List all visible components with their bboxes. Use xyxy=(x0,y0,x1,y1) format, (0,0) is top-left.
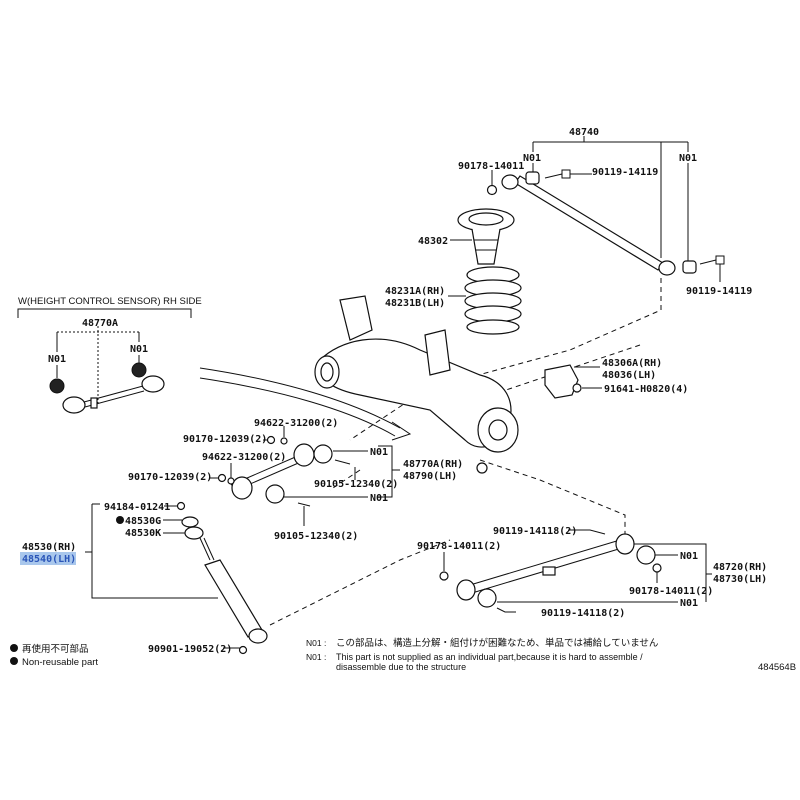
part-label-48306a[interactable]: 48306A(RH) xyxy=(602,358,662,369)
legend-bullet-icon xyxy=(10,644,18,652)
part-label-94184-01241[interactable]: 94184-01241 xyxy=(104,502,170,513)
bracket-48306a[interactable] xyxy=(544,364,602,399)
diagram-id: 484564B xyxy=(758,662,796,673)
upper-control-arm-48770a[interactable] xyxy=(210,426,400,526)
note-en-line2: disassemble due to the structure xyxy=(336,662,466,672)
part-label-48530k[interactable]: 48530K xyxy=(125,528,161,539)
n01-label: N01 xyxy=(679,153,697,164)
sensor-section-title: W(HEIGHT CONTROL SENSOR) RH SIDE xyxy=(18,296,202,307)
n01-label: N01 xyxy=(680,598,698,609)
part-label-48770a-rh[interactable]: 48770A(RH) xyxy=(403,459,463,470)
part-label-90901-19052[interactable]: 90901-19052(2) xyxy=(148,644,232,655)
part-label-48770a[interactable]: 48770A xyxy=(82,318,118,329)
note-key: N01 : xyxy=(306,652,326,662)
legend-bullet-icon xyxy=(10,657,18,665)
axle-housing xyxy=(314,295,519,474)
part-label-48231a[interactable]: 48231A(RH) xyxy=(385,286,445,297)
part-label-94622-31200[interactable]: 94622-31200(2) xyxy=(202,452,286,463)
part-label-48730-lh[interactable]: 48730(LH) xyxy=(713,574,767,585)
n01-label: N01 xyxy=(523,153,541,164)
note-en-line1: This part is not supplied as an individu… xyxy=(336,652,643,662)
part-label-90105-12340[interactable]: 90105-12340(2) xyxy=(274,531,358,542)
part-label-48530-rh[interactable]: 48530(RH) xyxy=(22,542,76,553)
part-label-90178-14011[interactable]: 90178-14011(2) xyxy=(629,586,713,597)
legend-en: Non-reusable part xyxy=(22,657,98,668)
coil-spring-48231[interactable] xyxy=(448,266,522,335)
part-label-48720-rh[interactable]: 48720(RH) xyxy=(713,562,767,573)
part-label-48540-lh-selected[interactable]: 48540(LH) xyxy=(22,554,76,565)
part-label-91641-h0820[interactable]: 91641-H0820(4) xyxy=(604,384,688,395)
note-jp: この部品は、構造上分解・組付けが困難なため、単品では補給していません xyxy=(336,637,658,649)
part-label-48740[interactable]: 48740 xyxy=(569,127,599,138)
part-label-90105-12340[interactable]: 90105-12340(2) xyxy=(314,479,398,490)
part-label-90119-14119[interactable]: 90119-14119 xyxy=(686,286,752,297)
part-label-90119-14118[interactable]: 90119-14118(2) xyxy=(493,526,577,537)
lateral-rod-48740[interactable] xyxy=(486,136,725,282)
legend-jp: 再使用不可部品 xyxy=(22,643,89,655)
shock-absorber-48530[interactable] xyxy=(85,501,268,655)
n01-label: N01 xyxy=(48,354,66,365)
part-label-90170-12039[interactable]: 90170-12039(2) xyxy=(128,472,212,483)
part-label-90170-12039[interactable]: 90170-12039(2) xyxy=(183,434,267,445)
n01-label: N01 xyxy=(680,551,698,562)
selection-highlight xyxy=(20,552,76,565)
part-label-48790-lh[interactable]: 48790(LH) xyxy=(403,471,457,482)
part-label-90119-14118[interactable]: 90119-14118(2) xyxy=(541,608,625,619)
part-label-48302[interactable]: 48302 xyxy=(418,236,448,247)
part-label-94622-31200[interactable]: 94622-31200(2) xyxy=(254,418,338,429)
part-label-48231b[interactable]: 48231B(LH) xyxy=(385,298,445,309)
n01-label: N01 xyxy=(130,344,148,355)
non-reusable-bullet-icon xyxy=(116,516,124,524)
sensor-link-48770a[interactable] xyxy=(49,362,165,414)
part-label-48530g[interactable]: 48530G xyxy=(125,516,161,527)
bump-stopper-48302[interactable] xyxy=(450,208,515,265)
part-label-90178-14011[interactable]: 90178-14011(2) xyxy=(417,541,501,552)
height-control-sensor-group xyxy=(17,308,192,414)
part-label-90119-14119[interactable]: 90119-14119 xyxy=(592,167,658,178)
lower-control-arm-48720[interactable] xyxy=(439,529,712,613)
note-key: N01 : xyxy=(306,638,326,648)
n01-label: N01 xyxy=(370,447,388,458)
n01-label: N01 xyxy=(370,493,388,504)
part-label-90178-14011[interactable]: 90178-14011 xyxy=(458,161,524,172)
part-label-48036[interactable]: 48036(LH) xyxy=(602,370,656,381)
